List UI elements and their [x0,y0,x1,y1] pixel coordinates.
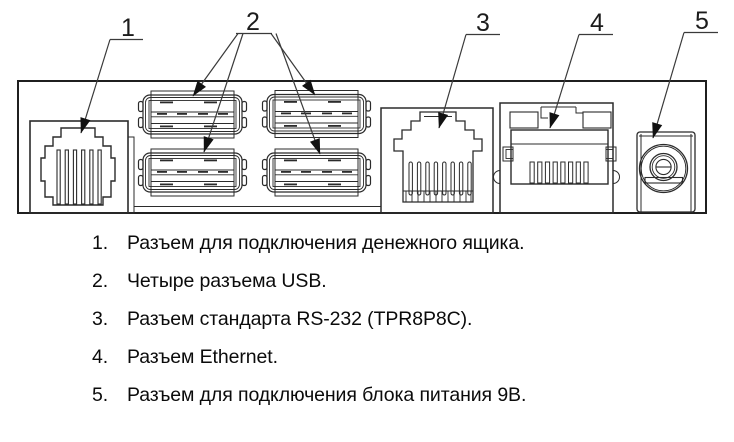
leader-line-2c [270,33,316,96]
ethernet-port [493,102,620,214]
callout-label-5: 5 [695,7,709,35]
leader-line-3 [438,34,467,129]
legend-item-1: 1. Разъем для подключения денежного ящик… [92,231,526,256]
legend-item-text: Четыре разъема USB. [127,270,327,292]
legend-item-text: Разъем для подключения денежного ящика. [127,232,525,254]
legend-item-number: 3. [92,308,109,330]
legend-item-3: 3. Разъем стандарта RS-232 (TPR8P8C). [92,307,526,332]
cash-drawer-port [29,120,135,214]
leader-line-5 [652,32,685,139]
rs232-port [380,107,494,214]
usb-port-top-left [137,90,248,139]
legend-item-text: Разъем стандарта RS-232 (TPR8P8C). [127,308,473,330]
callout-label-3: 3 [476,9,490,37]
leader-line-4 [549,34,580,129]
legend-item-4: 4. Разъем Ethernet. [92,345,526,370]
callout-label-4: 4 [590,9,604,37]
usb-port-bottom-right [261,148,372,197]
legend-item-number: 5. [92,384,109,406]
legend-item-number: 2. [92,270,109,292]
legend-item-number: 4. [92,346,109,368]
legend-list: 1. Разъем для подключения денежного ящик… [92,231,526,408]
usb-port-top-right [261,89,372,139]
legend-item-number: 1. [92,232,109,254]
power-jack [636,131,696,213]
usb-port-bottom-left [137,148,248,197]
legend-item-5: 5. Разъем для подключения блока питания … [92,383,526,408]
callout-label-2: 2 [246,8,260,36]
leader-line-2b [203,33,244,153]
rear-panel-diagram: 1 2 3 4 5 [17,7,718,214]
leader-line-1 [80,39,111,134]
callout-label-1: 1 [121,14,135,42]
callout-leaders [80,31,718,155]
legend-item-text: Разъем Ethernet. [127,346,278,368]
leader-line-2d [275,33,321,155]
leader-line-2a [192,33,239,97]
legend-item-text: Разъем для подключения блока питания 9В. [127,384,527,406]
legend-item-2: 2. Четыре разъема USB. [92,269,526,294]
panel-outline [17,80,707,214]
